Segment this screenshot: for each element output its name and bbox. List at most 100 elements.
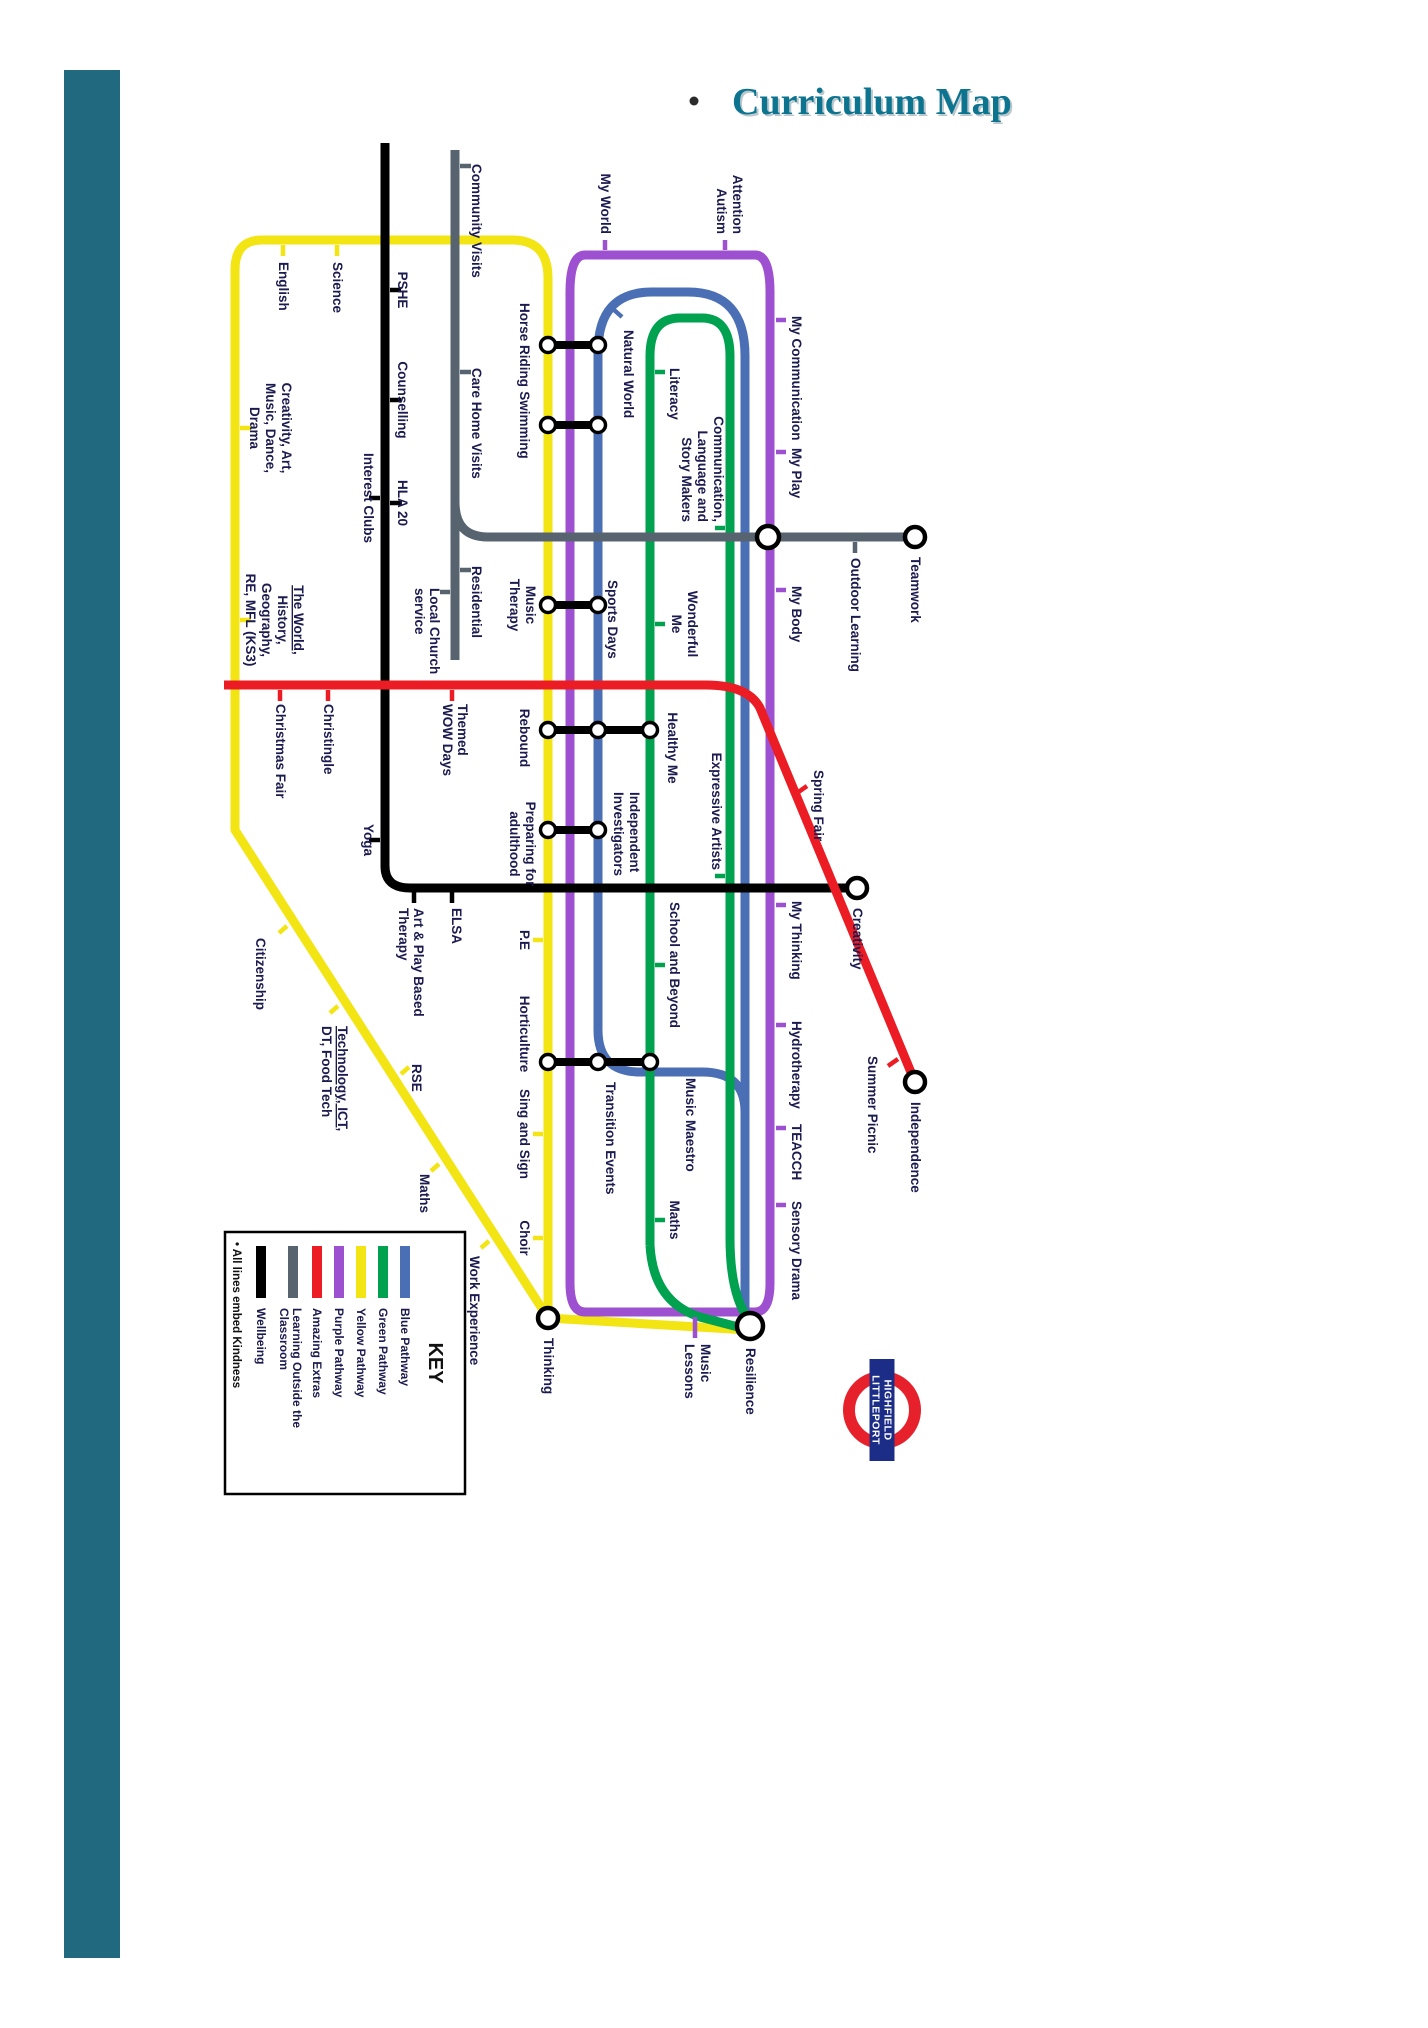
station-summer-picnic: Summer Picnic bbox=[865, 1056, 900, 1154]
station-label: Interest Clubs bbox=[361, 453, 376, 543]
legend-swatch-red bbox=[312, 1246, 322, 1298]
station-label: Communication,Language andStory Makers bbox=[679, 416, 726, 522]
page-title-shadow: Curriculum Map bbox=[734, 83, 1014, 125]
station-label: TEACCH bbox=[789, 1124, 804, 1180]
station-elsa: ELSA bbox=[449, 892, 464, 944]
interchange-marker bbox=[588, 335, 608, 355]
station-label: Maths bbox=[417, 1174, 432, 1213]
station-label: MusicLessons bbox=[682, 1344, 713, 1399]
interchange-marker bbox=[588, 595, 608, 615]
yellow-pathway-route bbox=[230, 235, 749, 1335]
green-pathway-route bbox=[645, 313, 753, 1333]
station-label: My World bbox=[598, 174, 613, 235]
station-label: Choir bbox=[517, 1220, 532, 1256]
station-label: Expressive Artists bbox=[709, 753, 724, 870]
station-art-play-therapy: Art & Play BasedTherapy bbox=[396, 892, 426, 1017]
station-interest-clubs: Interest Clubs bbox=[361, 453, 380, 543]
interchange-marker bbox=[538, 720, 558, 740]
station-pshe: PSHE bbox=[390, 272, 410, 309]
station-counselling: Counselling bbox=[390, 361, 410, 439]
station-english: English bbox=[276, 245, 291, 311]
station-label: My Body bbox=[789, 586, 804, 643]
station-pe: P.E bbox=[517, 930, 543, 950]
station-the-world: The World,History,Geography,RE, MFL (KS3… bbox=[240, 574, 306, 666]
roundel-text-line2: LITTLEPORT bbox=[870, 1375, 882, 1445]
station-label: P.E bbox=[517, 930, 532, 950]
station-residential: Residential bbox=[460, 566, 484, 638]
station-label: IndependentInvestigators bbox=[611, 792, 642, 876]
interchange-marker bbox=[538, 415, 558, 435]
red-route bbox=[224, 680, 920, 1084]
station-label: AttentionAutism bbox=[714, 175, 745, 234]
station-independent-investigators: IndependentInvestigators bbox=[611, 792, 642, 876]
wellbeing-route bbox=[380, 143, 857, 893]
station-citizenship: Citizenship bbox=[253, 924, 289, 1010]
station-care-home-visits: Care Home Visits bbox=[460, 368, 484, 479]
station-natural-world: Natural World bbox=[611, 307, 636, 418]
legend-label: Yellow Pathway bbox=[354, 1308, 368, 1398]
station-hla20: HLA 20 bbox=[390, 480, 410, 526]
station-label: Community Visits bbox=[469, 164, 484, 278]
learning-outside-classroom-route bbox=[450, 150, 905, 660]
station-tick bbox=[886, 1057, 900, 1068]
station-label: Sing and Sign bbox=[517, 1089, 532, 1179]
station-my-body: My Body bbox=[776, 586, 804, 643]
legend-title: KEY bbox=[424, 1342, 446, 1384]
station-label: Care Home Visits bbox=[469, 368, 484, 479]
station-tick bbox=[328, 1004, 340, 1015]
station-label: Horticulture bbox=[517, 996, 532, 1073]
station-label: Citizenship bbox=[253, 938, 268, 1010]
legend-label: Wellbeing bbox=[254, 1308, 268, 1364]
terminus-marker bbox=[734, 1310, 766, 1342]
highfield-littleport-roundel: HIGHFIELD LITTLEPORT bbox=[843, 1359, 921, 1461]
station-label: Thinking bbox=[541, 1338, 556, 1394]
legend-swatch-yellow bbox=[356, 1246, 366, 1298]
station-independence: Independence bbox=[902, 1069, 928, 1193]
terminus-marker bbox=[844, 875, 870, 901]
station-label: Independence bbox=[908, 1102, 923, 1193]
station-resilience: Resilience bbox=[734, 1310, 766, 1415]
station-creativity: Creativity bbox=[844, 875, 870, 970]
interchange-marker bbox=[588, 415, 608, 435]
station-tick bbox=[611, 307, 624, 319]
station-label: Transition Events bbox=[603, 1082, 618, 1195]
legend-swatch-black bbox=[256, 1246, 266, 1298]
station-label: Work Experience bbox=[467, 1256, 482, 1366]
roundel-text-line1: HIGHFIELD bbox=[882, 1379, 894, 1440]
station-label: Horse Riding bbox=[517, 303, 532, 387]
station-communication-language-story-makers: Communication,Language andStory Makers bbox=[679, 416, 726, 531]
station-label: Teamwork bbox=[908, 557, 923, 623]
station-label: Yoga bbox=[361, 824, 376, 856]
amazing-extras-route bbox=[224, 680, 920, 1084]
station-label: Technology, ICT,DT, Food Tech bbox=[319, 1026, 350, 1131]
station-horticulture: Horticulture bbox=[517, 996, 532, 1073]
legend-content: KEY Blue Pathway Green Pathway Yellow Pa… bbox=[230, 1242, 446, 1428]
legend-label: Amazing Extras bbox=[310, 1308, 324, 1398]
station-label: Rebound bbox=[517, 709, 532, 768]
station-label: My Communication bbox=[789, 316, 804, 441]
legend-swatch-grey bbox=[288, 1246, 298, 1298]
legend-label: Learning Outside theClassroom bbox=[277, 1308, 304, 1428]
station-maths-green: Maths bbox=[655, 1200, 682, 1240]
station-label: RSE bbox=[409, 1064, 424, 1092]
station-label: Residential bbox=[469, 566, 484, 638]
station-sports-days: Sports Days bbox=[605, 580, 620, 659]
terminus-marker bbox=[902, 1069, 928, 1095]
station-my-communication: My Communication bbox=[776, 316, 804, 441]
station-label: Spring Fair bbox=[811, 770, 826, 842]
station-rse: RSE bbox=[399, 1064, 424, 1092]
legend-swatch-purple bbox=[334, 1246, 344, 1298]
station-outdoor-learning: Outdoor Learning bbox=[848, 542, 863, 672]
interchange-marker bbox=[754, 523, 782, 551]
station-rebound: Rebound bbox=[517, 709, 532, 768]
station-tick bbox=[479, 1239, 491, 1250]
station-label: Swimming bbox=[517, 391, 532, 459]
station-choir: Choir bbox=[517, 1220, 543, 1256]
page-sidebar-accent bbox=[64, 70, 120, 1958]
station-sing-and-sign: Sing and Sign bbox=[517, 1089, 543, 1179]
station-label: PSHE bbox=[395, 272, 410, 309]
station-teacch: TEACCH bbox=[776, 1124, 804, 1180]
station-label: Natural World bbox=[621, 330, 636, 418]
station-community-visits: Community Visits bbox=[460, 163, 484, 278]
